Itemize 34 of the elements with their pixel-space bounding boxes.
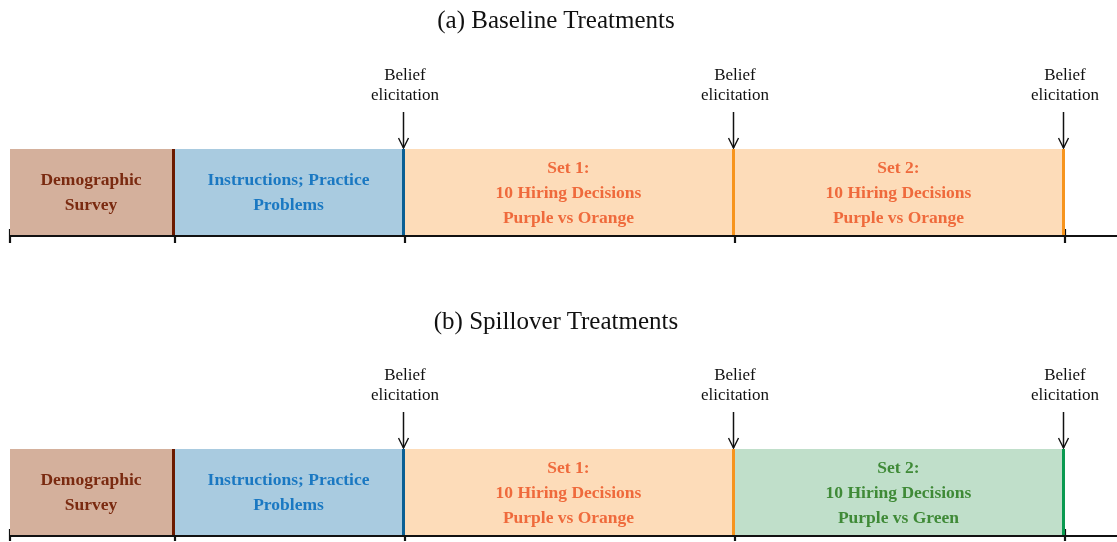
arrow	[1057, 411, 1070, 449]
event-label: Belief elicitation	[680, 363, 790, 407]
event-label: Belief elicitation	[680, 63, 790, 107]
event-label: Belief elicitation	[1010, 63, 1117, 107]
panel-title: (a) Baseline Treatments	[437, 6, 675, 34]
panel-title: (b) Spillover Treatments	[433, 307, 679, 335]
phase-text: Demographic Survey	[39, 168, 143, 216]
arrow	[1057, 111, 1070, 149]
phase-block	[10, 149, 175, 235]
phase-block	[175, 149, 405, 235]
arrow	[397, 111, 410, 149]
phase-heading: Set 2:	[877, 455, 920, 479]
phase-heading: Set 1:	[547, 155, 590, 179]
phase-text: Instructions; Practice Problems	[206, 168, 371, 216]
phase-text: 10 Hiring Decisions Purple vs Orange	[494, 480, 643, 529]
phase-block	[405, 449, 735, 535]
phase-block	[735, 149, 1065, 235]
phase-text: Demographic Survey	[39, 468, 143, 516]
phase-block	[405, 149, 735, 235]
phase-heading: Set 2:	[877, 155, 920, 179]
phase-text: Instructions; Practice Problems	[206, 468, 371, 516]
arrow	[727, 411, 740, 449]
phase-text: 10 Hiring Decisions Purple vs Green	[824, 480, 973, 529]
event-label: Belief elicitation	[350, 363, 460, 407]
phase-heading: Set 1:	[547, 455, 590, 479]
arrow	[397, 411, 410, 449]
phase-block	[735, 449, 1065, 535]
event-label: Belief elicitation	[1010, 363, 1117, 407]
phase-text: 10 Hiring Decisions Purple vs Orange	[824, 180, 973, 229]
phase-block	[175, 449, 405, 535]
event-label: Belief elicitation	[350, 63, 460, 107]
arrow	[727, 111, 740, 149]
phase-block	[10, 449, 175, 535]
phase-text: 10 Hiring Decisions Purple vs Orange	[494, 180, 643, 229]
